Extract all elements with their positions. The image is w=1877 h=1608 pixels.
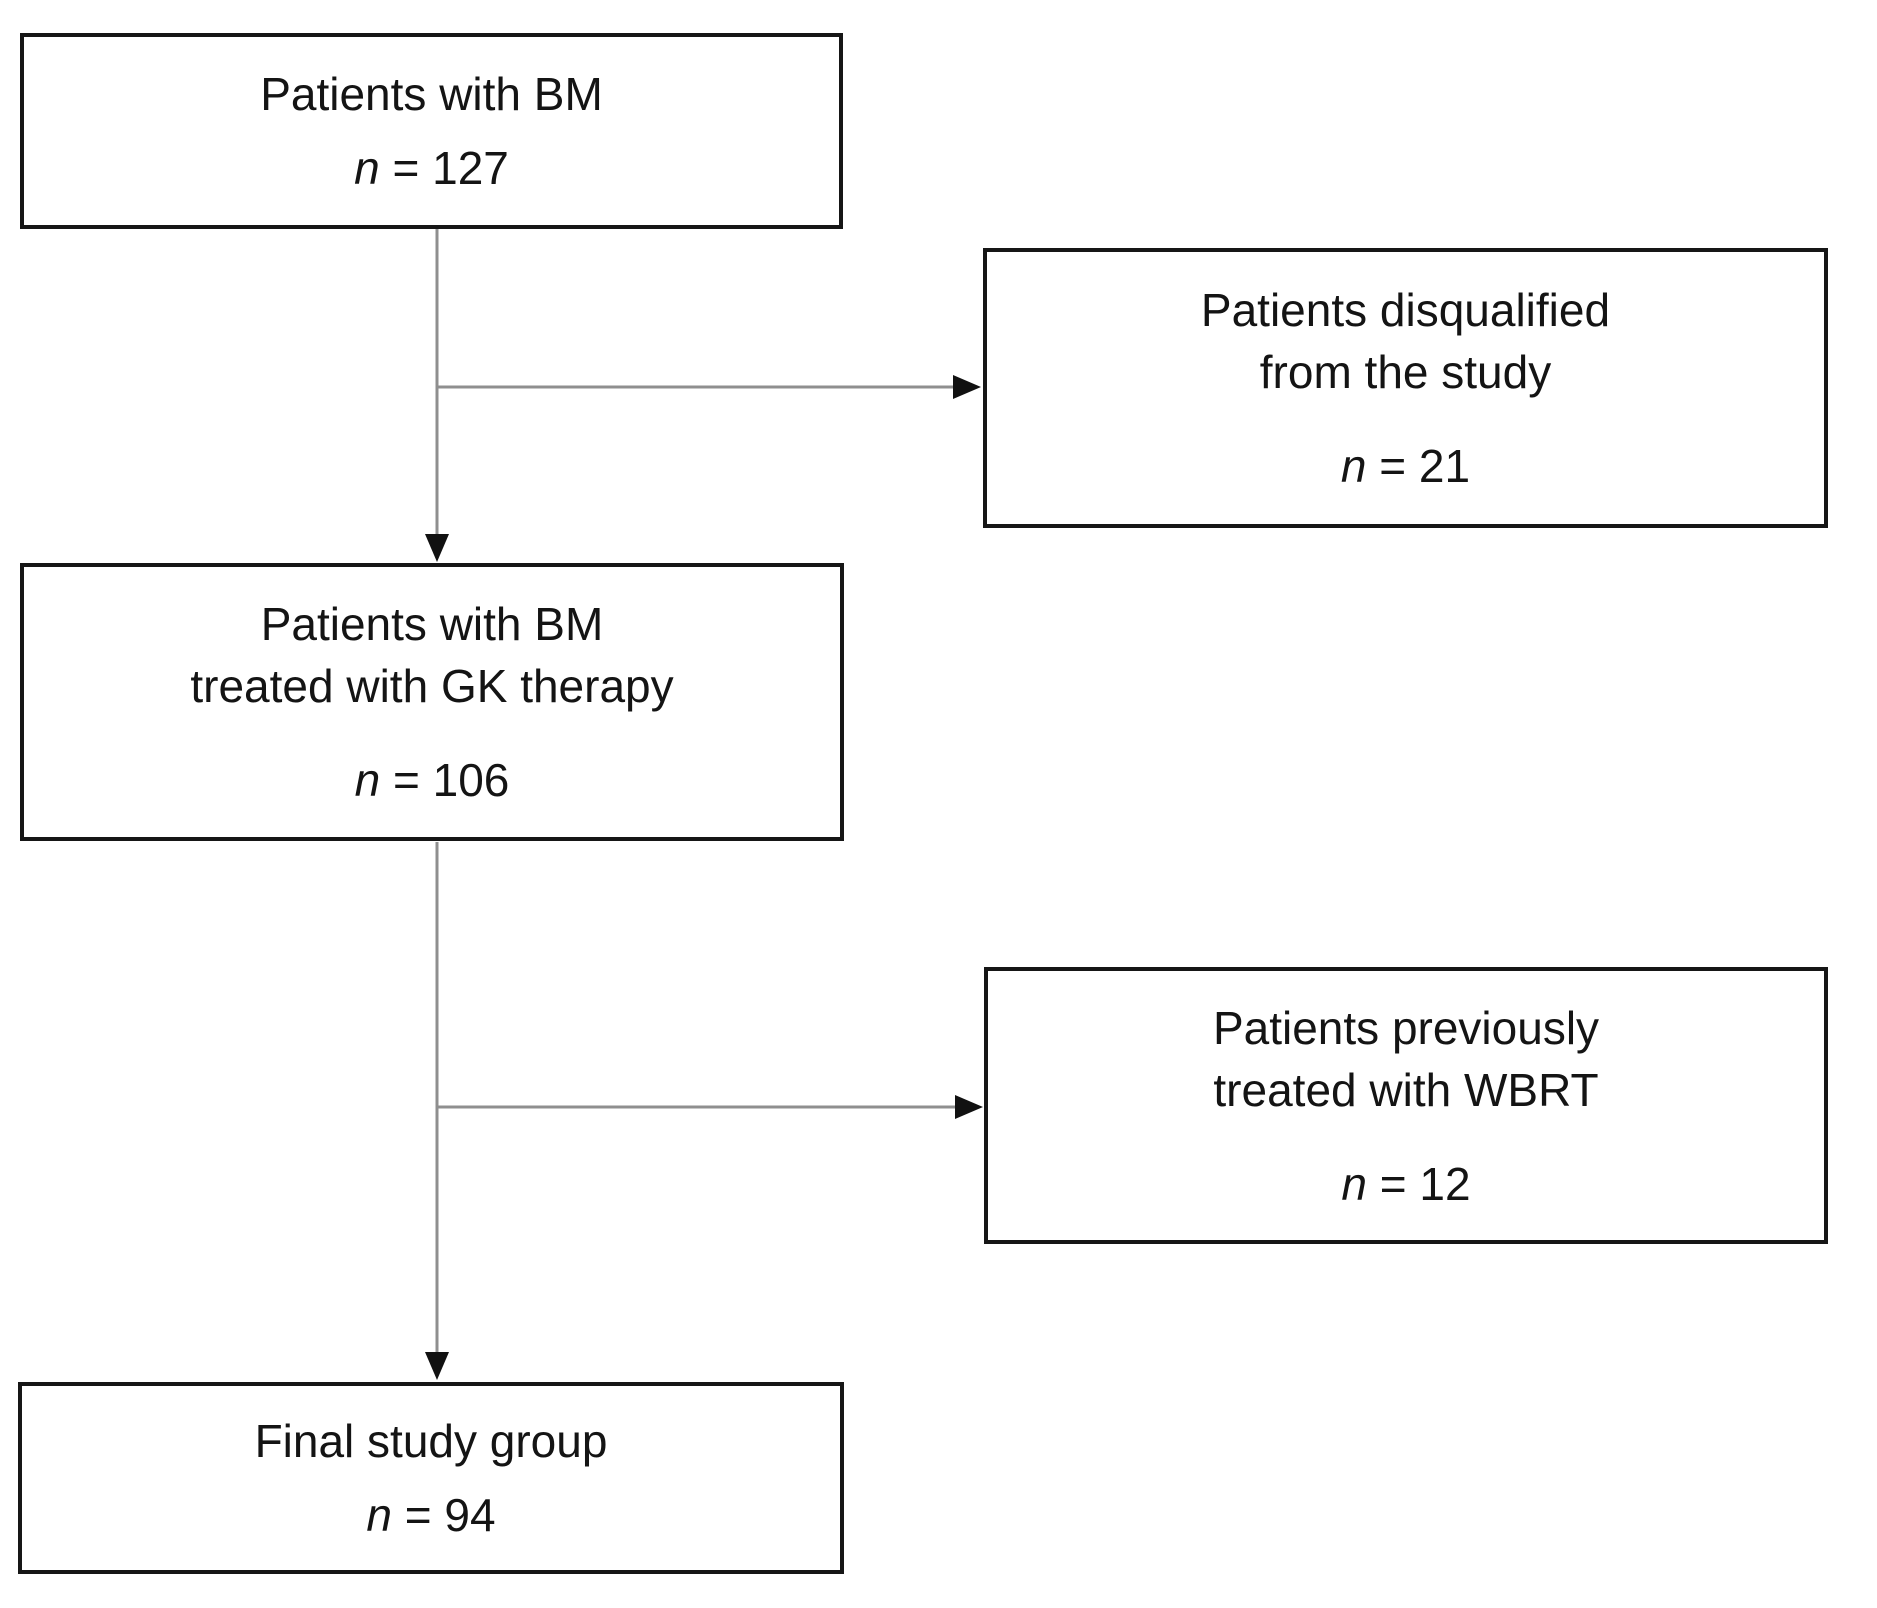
box-title-line: Final study group: [254, 1415, 608, 1467]
box-title-line: Patients disqualified: [1200, 284, 1611, 336]
n-value: = 127: [379, 142, 509, 194]
box-title-line: treated with GK therapy: [190, 660, 674, 712]
n-value: = 94: [392, 1489, 496, 1541]
box-text: Patients disqualified from the study n =…: [987, 279, 1824, 497]
flow-box-final-study-group: Final study group n = 94: [18, 1382, 844, 1574]
box-n-line: n = 106: [24, 749, 840, 811]
box-text: Patients with BM n = 127: [24, 63, 839, 199]
box-title-line: Patients previously: [1212, 1001, 1600, 1054]
n-value: = 106: [380, 754, 510, 806]
n-symbol: n: [1341, 1157, 1367, 1210]
box-title-line: Patients with BM: [260, 598, 604, 650]
n-value: = 12: [1367, 1157, 1471, 1210]
arrowhead-gk-to-wbrt: [955, 1095, 983, 1119]
box-title-line: treated with WBRT: [1213, 1063, 1599, 1116]
flow-box-patients-bm-gk-therapy: Patients with BM treated with GK therapy…: [20, 563, 844, 841]
n-value: = 21: [1366, 440, 1471, 492]
box-title-line: from the study: [1259, 346, 1552, 398]
flow-box-patients-previously-wbrt: Patients previously treated with WBRT n …: [984, 967, 1828, 1244]
n-symbol: n: [354, 754, 381, 806]
n-symbol: n: [1340, 440, 1367, 492]
arrowhead-gk-to-final: [425, 1352, 449, 1380]
flow-box-patients-with-bm: Patients with BM n = 127: [20, 33, 843, 229]
box-title-line: Patients with BM: [260, 68, 603, 120]
box-n-line: n = 127: [24, 137, 839, 199]
box-n-line: n = 12: [988, 1153, 1824, 1215]
n-symbol: n: [354, 142, 380, 194]
box-text: Patients with BM treated with GK therapy…: [24, 593, 840, 811]
n-symbol: n: [366, 1489, 392, 1541]
arrowhead-bm-to-disqualified: [953, 375, 981, 399]
box-n-line: n = 21: [987, 435, 1824, 497]
arrowhead-bm-to-gk: [425, 534, 449, 562]
box-n-line: n = 94: [22, 1484, 840, 1546]
flow-box-patients-disqualified: Patients disqualified from the study n =…: [983, 248, 1828, 528]
box-text: Patients previously treated with WBRT n …: [988, 997, 1824, 1215]
box-text: Final study group n = 94: [22, 1410, 840, 1546]
